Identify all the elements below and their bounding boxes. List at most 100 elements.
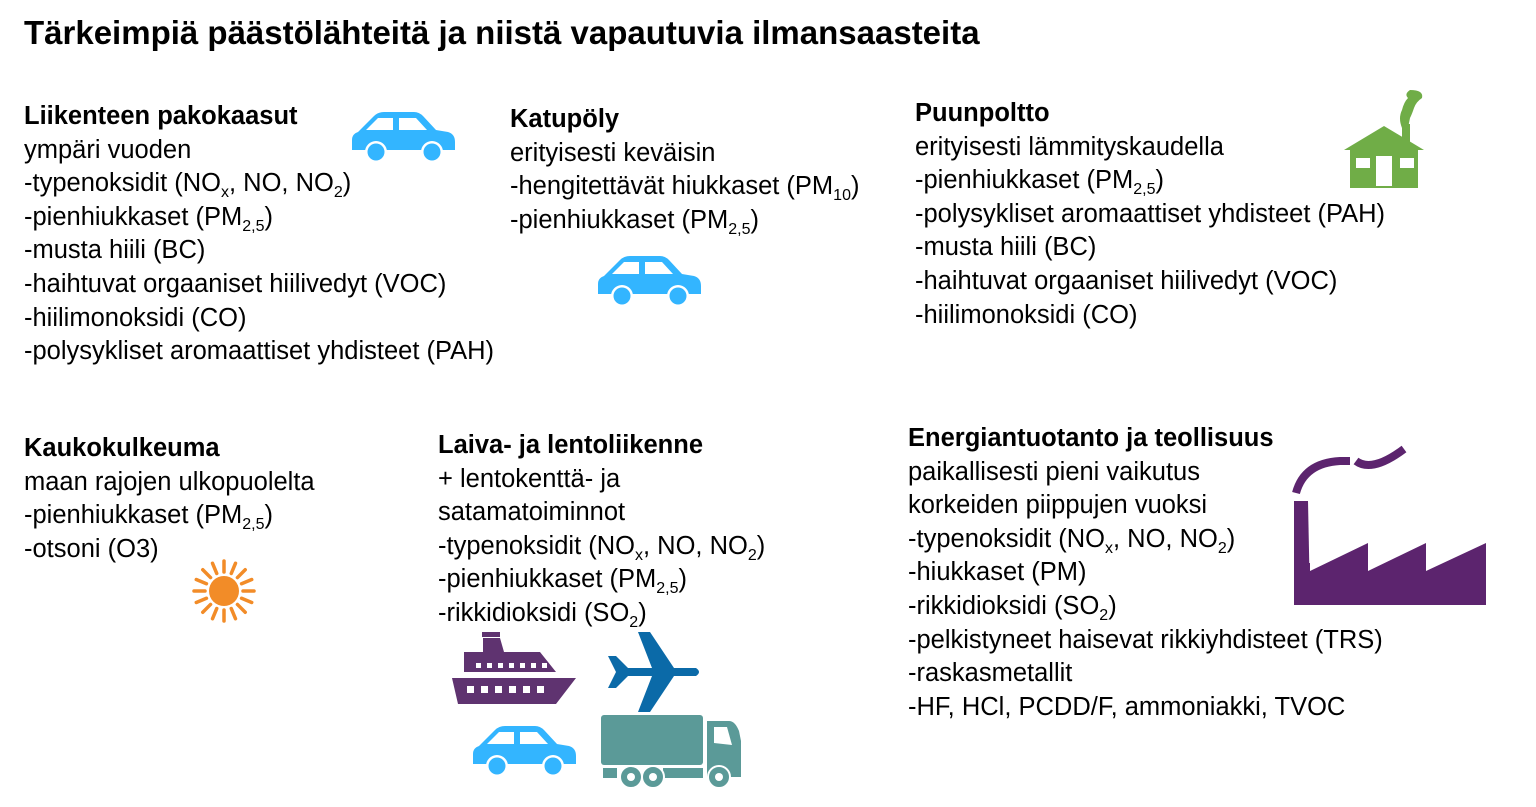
line-text: -typenoksidit (NO [438,531,635,560]
sun-ray [229,561,238,576]
line-text: -typenoksidit (NO [24,169,221,198]
pollutant-line: -hengitettävät hiukkaset (PM10) [510,170,859,204]
pollutant-line: -pienhiukkaset (PM2,5) [510,204,859,238]
subscript: 2 [747,546,757,564]
line-text: -hiukkaset (PM) [908,558,1087,587]
pollutant-line: erityisesti lämmityskaudella [915,131,1385,165]
pollutant-line: erityisesti keväisin [510,137,859,171]
car-icon [473,726,576,777]
line-text: -pienhiukkaset (PM [915,166,1134,195]
pollutant-line: -hiukkaset (PM) [908,556,1383,590]
line-text: -typenoksidit (NO [908,524,1105,553]
section-heading: Puunpoltto [915,99,1050,127]
pollutant-line: paikallisesti pieni vaikutus [908,456,1383,490]
line-text: -pienhiukkaset (PM [438,565,657,594]
ship-icon [452,632,576,704]
pollutant-line: -HF, HCl, PCDD/F, ammoniakki, TVOC [908,691,1383,725]
line-text: ) [850,172,860,201]
line-text: korkeiden piippujen vuoksi [908,491,1208,520]
line-text: ) [264,501,274,530]
line-text: -haihtuvat orgaaniset hiilivedyt (VOC) [24,269,447,298]
line-text: -pienhiukkaset (PM [510,205,729,234]
subscript: 2 [333,184,343,202]
line-text: -polysykliset aromaattiset yhdisteet (PA… [915,199,1386,228]
line-text: , NO, NO [642,531,748,560]
section-heading: Kaukokulkeuma [24,434,220,462]
line-text: erityisesti keväisin [510,138,716,167]
line-text: ) [750,205,760,234]
section-heading: Energiantuotanto ja teollisuus [908,424,1274,452]
pollutant-line: ympäri vuoden [24,134,494,168]
subscript: 2,5 [242,516,265,534]
source-long-range-transport: Kaukokulkeuma maan rajojen ulkopuolelta -p… [24,432,315,566]
factory-icon [1292,445,1486,605]
pollutant-line: maan rajojen ulkopuolelta [24,466,315,500]
subscript: 2,5 [242,217,265,235]
sun-ray [194,577,209,586]
line-text: -musta hiili (BC) [915,233,1097,262]
pollutant-line: -typenoksidit (NOx, NO, NO2) [438,530,765,564]
pollutant-line: -rikkidioksidi (SO2) [438,597,765,631]
subscript: x [220,184,229,202]
pollutant-line: -hiilimonoksidi (CO) [915,299,1385,333]
line-text: + lentokenttä- ja [438,464,621,493]
line-text: ) [342,169,352,198]
sun-ray [229,606,238,621]
pollutant-line: -polysykliset aromaattiset yhdisteet (PA… [24,335,494,369]
section-heading: Katupöly [510,105,620,133]
sun-ray [194,596,209,605]
source-street-dust: Katupöly erityisesti keväisin -hengitettäv… [510,103,859,237]
subscript: x [1104,539,1113,557]
sun-ray [239,577,254,586]
pollutant-line: -pelkistyneet haisevat rikkiyhdisteet (T… [908,624,1383,658]
pollutant-line: -otsoni (O3) [24,533,315,567]
line-text: ) [756,531,766,560]
subscript: 2,5 [728,220,751,238]
line-text: maan rajojen ulkopuolelta [24,467,315,496]
line-text: erityisesti lämmityskaudella [915,132,1224,161]
subscript: 2 [1217,539,1227,557]
pollutant-line: -typenoksidit (NOx, NO, NO2) [908,523,1383,557]
line-text: -pienhiukkaset (PM [24,202,243,231]
sun-ray [235,602,247,614]
pollutant-line: korkeiden piippujen vuoksi [908,489,1383,523]
pollutant-line: + lentokenttä- ja [438,463,765,497]
sun-ray [235,568,247,580]
line-text: paikallisesti pieni vaikutus [908,457,1200,486]
line-text: , NO, NO [1112,524,1218,553]
pollutant-line: -pienhiukkaset (PM2,5) [438,563,765,597]
pollutant-line: -musta hiili (BC) [915,231,1385,265]
pollutant-line: -typenoksidit (NOx, NO, NO2) [24,167,494,201]
pollutant-line: -haihtuvat orgaaniset hiilivedyt (VOC) [24,268,494,302]
line-text: ympäri vuoden [24,135,192,164]
sun-ray [201,568,213,580]
airplane-icon [608,632,699,712]
car-icon [598,256,701,307]
line-text: ) [1108,591,1117,620]
line-text: -musta hiili (BC) [24,236,206,265]
source-wood-burning: Puunpoltto erityisesti lämmityskaudella -p… [915,97,1385,332]
pollutant-line: satamatoiminnot [438,496,765,530]
line-text: -haihtuvat orgaaniset hiilivedyt (VOC) [915,266,1338,295]
pollutant-line: -haihtuvat orgaaniset hiilivedyt (VOC) [915,265,1385,299]
sun-ray [210,561,219,576]
pollutant-line: -pienhiukkaset (PM2,5) [24,499,315,533]
sun-ray [239,596,254,605]
line-text: -otsoni (O3) [24,534,159,563]
line-text: -pienhiukkaset (PM [24,501,243,530]
line-text: ) [678,565,688,594]
line-text: -hengitettävät hiukkaset (PM [510,172,834,201]
line-text: ) [264,202,274,231]
line-text: -pelkistyneet haisevat rikkiyhdisteet (T… [908,625,1383,654]
line-text: ) [1155,166,1165,195]
truck-icon [601,715,741,789]
pollutant-line: -musta hiili (BC) [24,234,494,268]
sun-ray [201,602,213,614]
line-text: -rikkidioksidi (SO [908,591,1100,620]
line-text: ) [638,598,647,627]
pollutant-line: -hiilimonoksidi (CO) [24,302,494,336]
pollutant-line: -pienhiukkaset (PM2,5) [24,201,494,235]
subscript: 2 [1099,606,1109,624]
car-icon [352,112,455,163]
sun-ray [210,606,219,621]
